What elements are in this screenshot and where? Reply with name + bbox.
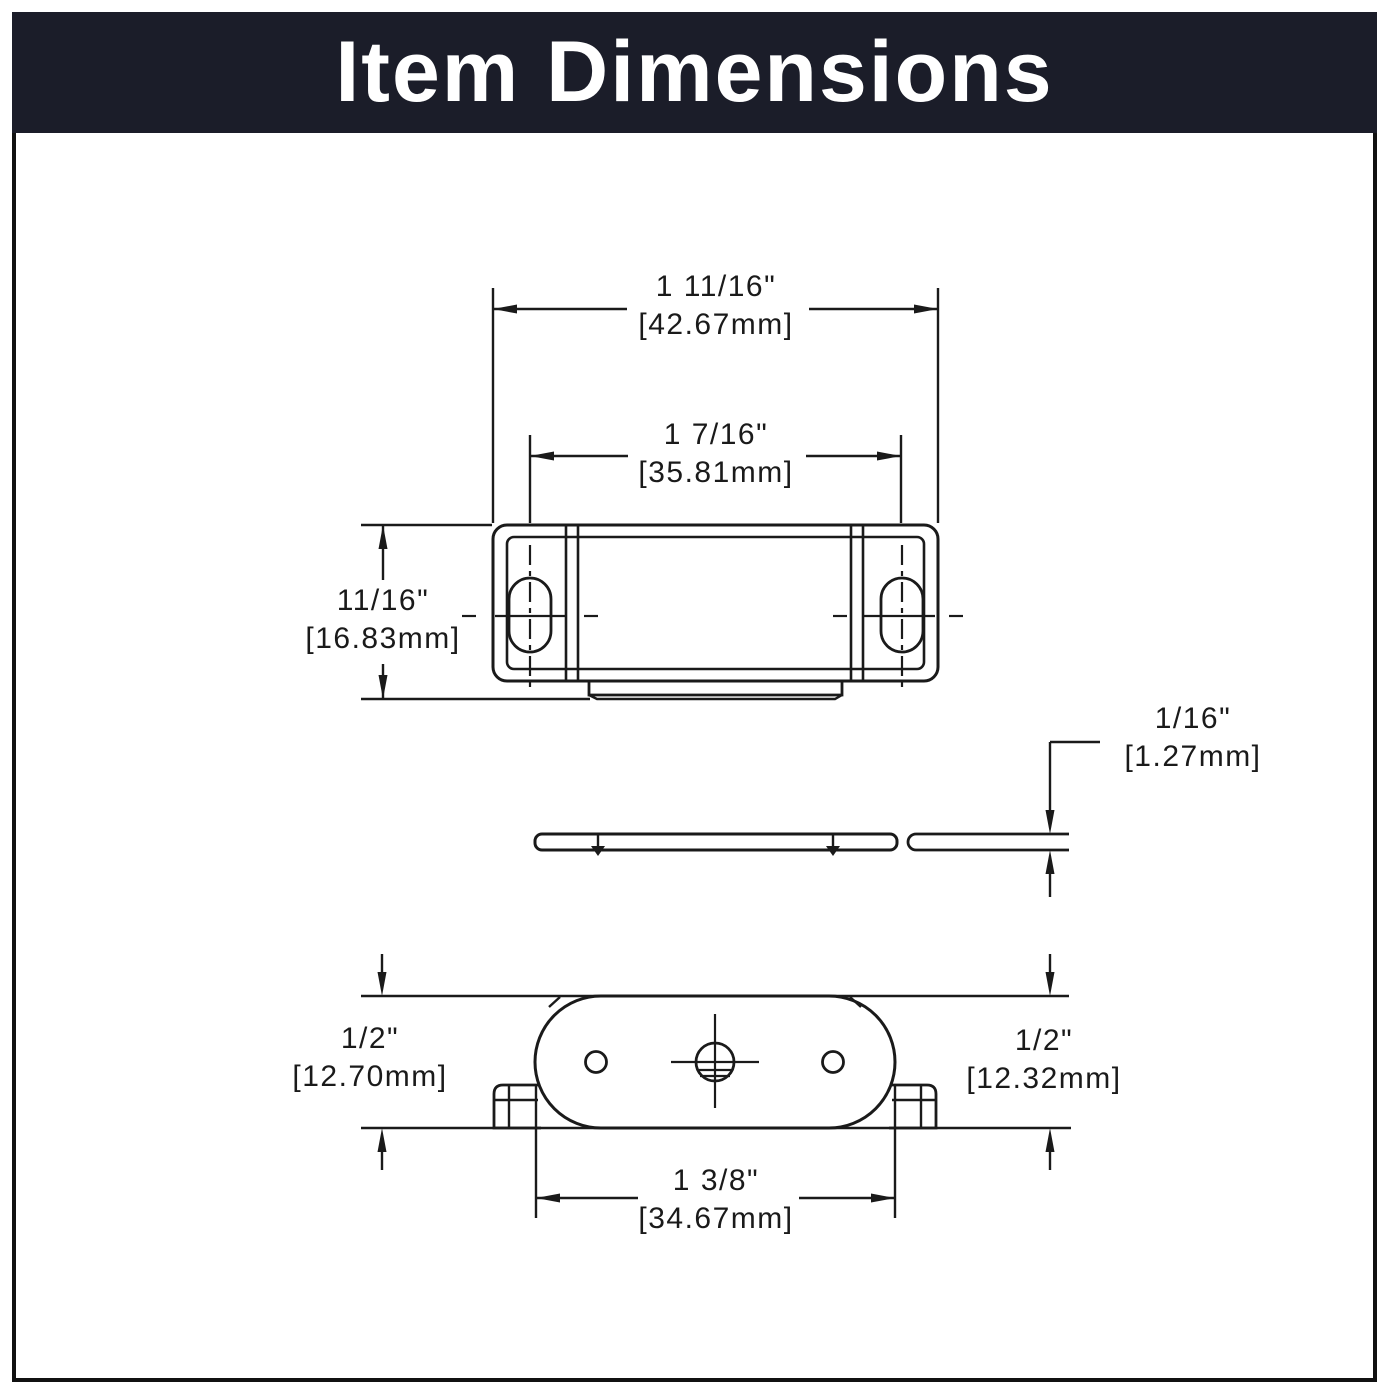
dim-plate-thickness-inches: 1/16" — [1154, 702, 1232, 735]
dim-depth-left-lines — [377, 954, 387, 1170]
right-countersink-mark — [826, 846, 840, 856]
dim-overall-width-label: 1 11/16" [42.67mm] — [638, 268, 793, 344]
title-bar: Item Dimensions — [12, 12, 1377, 133]
magnet-housing-lip — [589, 695, 842, 699]
dim-overall-width-lines — [493, 288, 938, 523]
dim-depth-left-label: 1/2" [12.70mm] — [292, 1020, 447, 1096]
dim-plate-width-lines — [536, 1085, 895, 1218]
plate-bar — [535, 834, 897, 850]
dim-body-height-mm: [16.83mm] — [305, 622, 461, 655]
dim-plate-thickness-mm: [1.27mm] — [1124, 740, 1262, 773]
dim-body-height-inches: 11/16" — [336, 584, 430, 617]
page-title: Item Dimensions — [335, 24, 1054, 120]
center-hole-centerlines — [671, 1014, 759, 1108]
left-tab — [494, 1085, 541, 1128]
dim-plate-width-inches: 1 3/8" — [672, 1164, 760, 1197]
catch-body-inner-line — [507, 537, 924, 669]
plate-side-view — [535, 834, 1069, 856]
left-screw-hole — [586, 1052, 607, 1073]
dim-depth-left-inches: 1/2" — [340, 1022, 400, 1055]
dim-depth-left-mm: [12.70mm] — [292, 1060, 448, 1093]
front-view — [462, 525, 963, 699]
dim-slot-spacing-label: 1 7/16" [35.81mm] — [638, 416, 793, 492]
right-screw-hole — [823, 1052, 844, 1073]
left-countersink-mark — [591, 846, 605, 856]
plate-section-segment — [908, 834, 1069, 850]
dim-plate-width-mm: [34.67mm] — [638, 1202, 794, 1235]
plate-outline — [535, 996, 895, 1128]
dim-depth-right-inches: 1/2" — [1014, 1024, 1074, 1057]
dim-slot-spacing-lines — [530, 435, 901, 523]
dim-plate-thickness-lines — [1045, 742, 1101, 897]
catch-body-outline — [493, 525, 938, 681]
dim-overall-width-mm: [42.67mm] — [638, 308, 794, 341]
dim-depth-right-lines — [1045, 954, 1055, 1170]
dim-body-height-label: 11/16" [16.83mm] — [305, 582, 460, 658]
bottom-view — [361, 996, 1071, 1128]
dim-overall-width-inches: 1 11/16" — [655, 270, 777, 303]
dim-slot-spacing-mm: [35.81mm] — [638, 456, 794, 489]
right-tab — [889, 1085, 936, 1128]
dim-plate-width-label: 1 3/8" [34.67mm] — [638, 1162, 793, 1238]
dim-depth-right-label: 1/2" [12.32mm] — [966, 1022, 1121, 1098]
dim-body-height-lines — [361, 525, 590, 699]
dim-depth-right-mm: [12.32mm] — [966, 1062, 1122, 1095]
dim-plate-thickness-label: 1/16" [1.27mm] — [1124, 700, 1261, 776]
magnet-housing-step — [589, 681, 842, 695]
slot-centerlines — [462, 545, 963, 690]
dim-slot-spacing-inches: 1 7/16" — [663, 418, 769, 451]
